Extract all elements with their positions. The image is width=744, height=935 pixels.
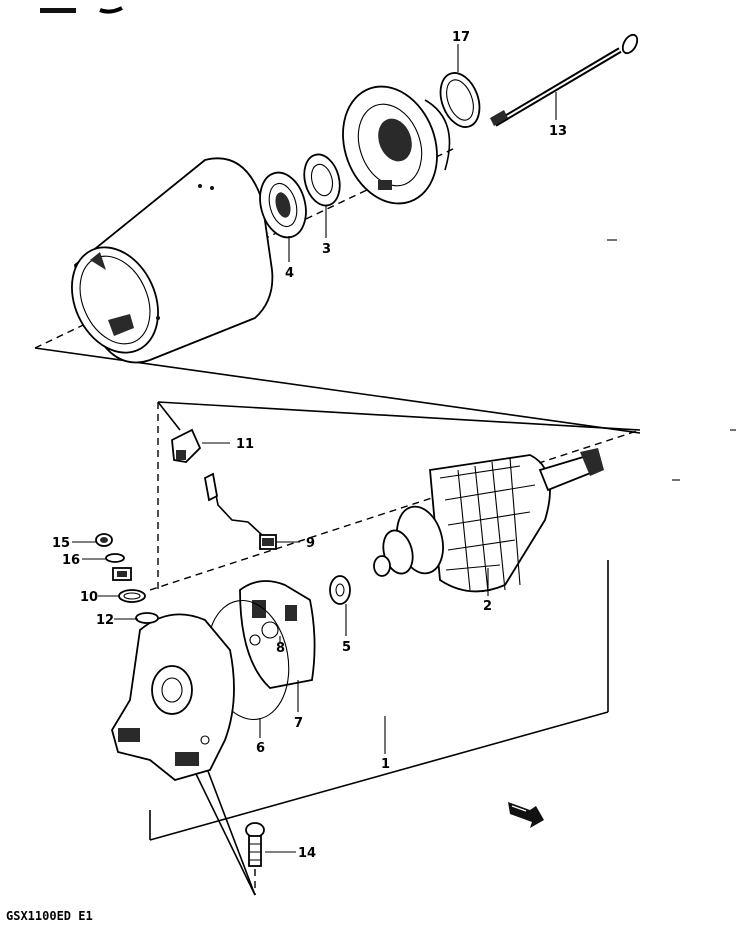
armature-2 (373, 448, 604, 593)
callout-2: 2 (483, 599, 492, 614)
terminal-11 (171, 428, 202, 463)
margin-marks (607, 239, 736, 481)
screw-14 (245, 822, 265, 867)
callout-14: 14 (298, 846, 316, 861)
washer-10 (118, 589, 146, 603)
leader-lines (72, 44, 557, 853)
callouts: 17 13 3 4 11 9 2 15 16 10 12 8 5 7 6 1 1… (52, 30, 567, 861)
callout-17: 17 (452, 30, 470, 45)
rear-cover (342, 85, 451, 205)
bearing-4 (259, 171, 307, 239)
seal-3 (303, 153, 341, 207)
brush-holder-7 (239, 580, 316, 689)
through-bolt-13 (490, 33, 639, 127)
callout-11: 11 (236, 437, 254, 452)
callout-15: 15 (52, 536, 70, 551)
yoke-housing (71, 157, 274, 364)
washer-5 (329, 575, 351, 605)
nut-15 (95, 533, 113, 547)
front-arrow-icon (508, 802, 544, 828)
model-code: GSX1100ED E1 (6, 909, 93, 923)
callout-4: 4 (285, 266, 294, 281)
crop-mark (40, 6, 123, 14)
callout-16: 16 (62, 553, 80, 568)
callout-9: 9 (306, 536, 315, 551)
callout-13: 13 (549, 124, 567, 139)
callout-1: 1 (381, 757, 390, 772)
callout-8: 8 (276, 641, 285, 656)
callout-6: 6 (256, 741, 265, 756)
o-ring-12 (135, 612, 159, 624)
callout-3: 3 (322, 242, 331, 257)
callout-5: 5 (342, 640, 351, 655)
insulator (112, 567, 132, 581)
o-ring-17 (439, 72, 481, 128)
callout-7: 7 (294, 716, 303, 731)
brush-lead-9 (203, 472, 277, 550)
callout-10: 10 (80, 590, 98, 605)
washer-16 (105, 553, 125, 563)
callout-12: 12 (96, 613, 114, 628)
end-cover (111, 613, 235, 781)
